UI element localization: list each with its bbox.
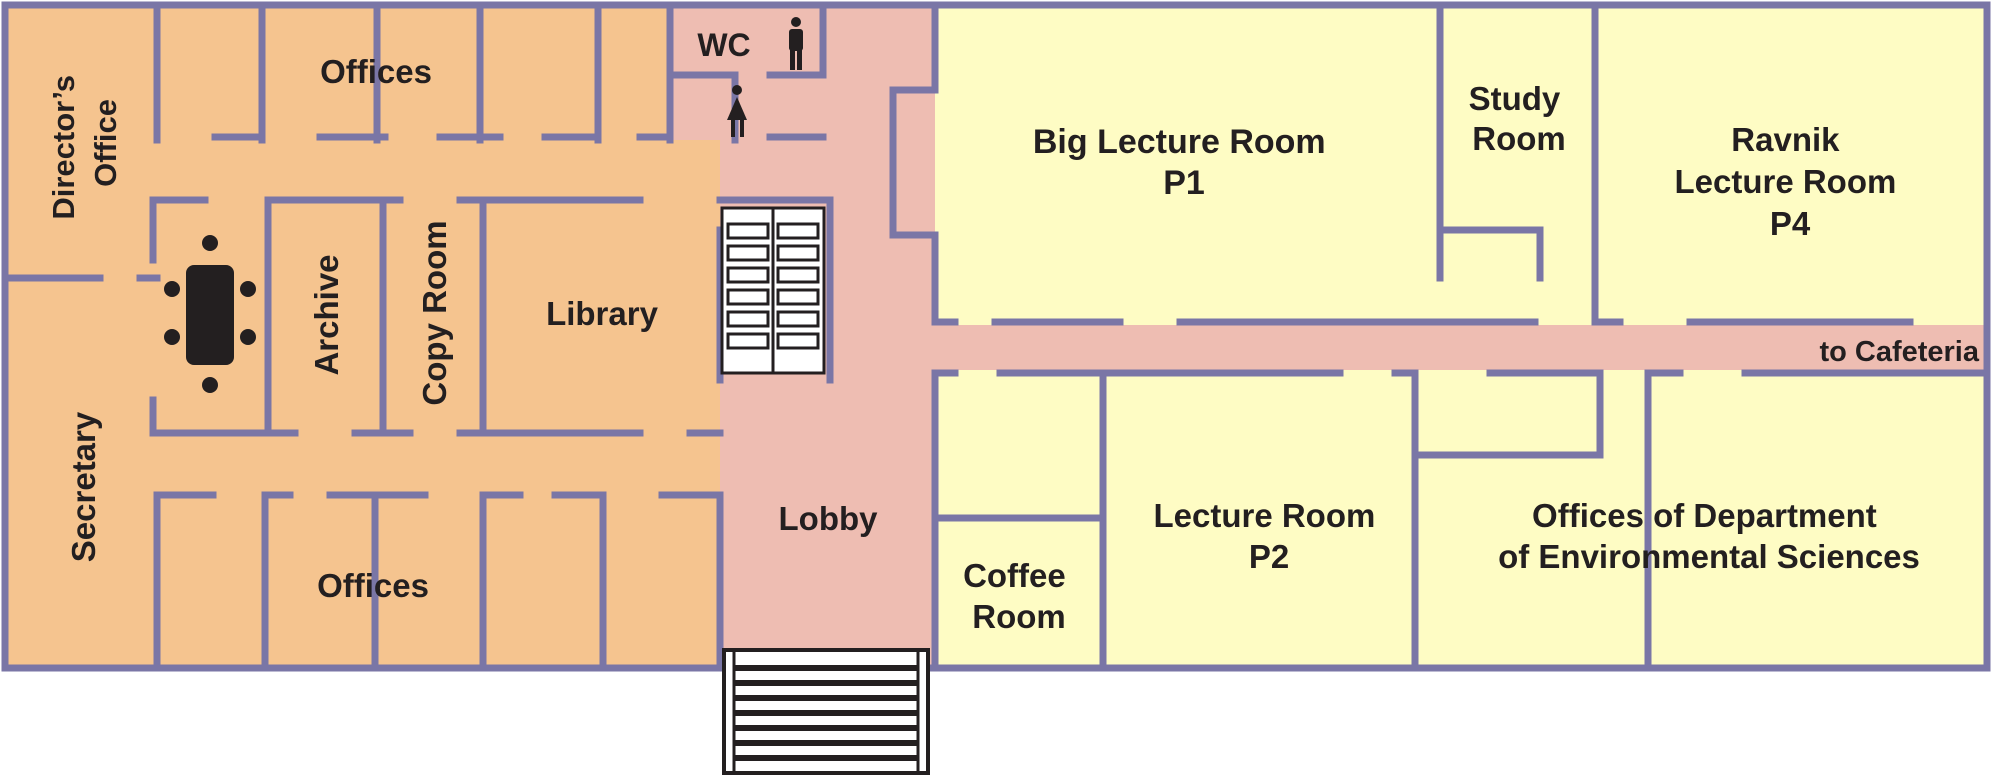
wall-lower-rooms — [931, 369, 1991, 669]
man-icon — [789, 17, 803, 70]
label-offices-bottom: Offices — [317, 567, 429, 604]
cafeteria-corridor-fill — [932, 325, 1987, 370]
label-big-lecture-room: Big Lecture Room P1 — [1033, 123, 1335, 202]
label-lobby: Lobby — [779, 500, 879, 537]
label-offices-top: Offices — [320, 53, 432, 90]
label-to-cafeteria: to Cafeteria — [1819, 336, 1979, 368]
label-offices-env-sciences: Offices of Department of Environmental S… — [1498, 497, 1920, 575]
label-archive: Archive — [308, 254, 345, 375]
staircase-icon — [720, 206, 826, 375]
wall-top-offices — [153, 1, 827, 144]
woman-icon — [727, 85, 747, 137]
label-secretary: Secretary — [65, 411, 102, 562]
entrance-steps-icon — [722, 648, 930, 775]
label-library: Library — [546, 295, 659, 332]
wall-big-lecture-room — [889, 1, 1914, 326]
conference-table-icon — [164, 235, 256, 393]
label-copy-room: Copy Room — [416, 220, 453, 405]
label-ravnik-lecture-room: Ravnik Lecture Room P4 — [1674, 121, 1905, 242]
label-coffee-room: Coffee Room — [963, 557, 1075, 635]
label-lecture-room-p2: Lecture Room P2 — [1153, 497, 1384, 575]
label-wc: WC — [697, 27, 750, 63]
stair-treads — [726, 222, 820, 350]
label-study-room: Study Room — [1469, 80, 1570, 157]
wall-bottom-offices — [153, 491, 724, 669]
room-labels: Director’s Office Offices WC Archive Cop… — [46, 27, 1980, 635]
label-directors-office: Director’s Office — [46, 66, 123, 219]
wall-stairs — [716, 196, 834, 384]
outer-wall — [1, 1, 1991, 672]
step-lines — [734, 665, 918, 761]
wall-middle-block — [149, 196, 724, 437]
